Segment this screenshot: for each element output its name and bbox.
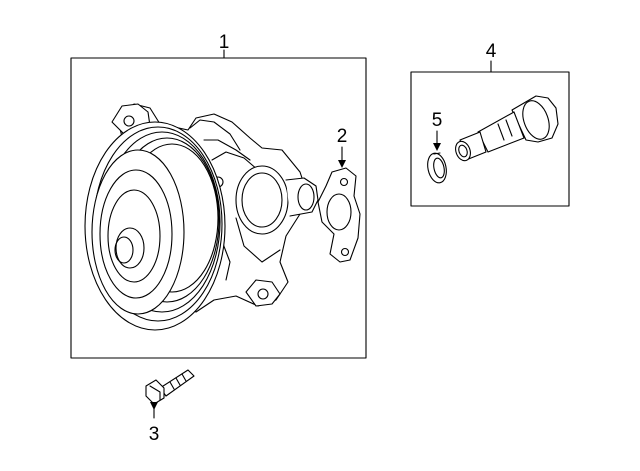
water-pump-illustration — [84, 103, 319, 331]
callout-2-arrowhead — [338, 160, 346, 168]
connector-frame — [410, 71, 570, 207]
callout-2-number[interactable]: 2 — [337, 126, 348, 147]
water-pump-group: 1 — [70, 32, 367, 359]
connector-group: 4 5 — [410, 41, 570, 207]
callout-4-number[interactable]: 4 — [486, 41, 497, 62]
callout-5-number[interactable]: 5 — [432, 110, 443, 131]
water-pump-frame — [70, 57, 367, 359]
gasket-group: 2 — [317, 126, 361, 263]
callout-3-number[interactable]: 3 — [149, 424, 160, 445]
bolt-group: 3 — [145, 369, 195, 445]
gasket-illustration — [317, 167, 361, 263]
seal-ring-illustration — [427, 152, 447, 184]
callout-5-arrowhead — [433, 143, 441, 151]
callout-1-number[interactable]: 1 — [219, 32, 230, 53]
bolt-illustration — [145, 369, 195, 405]
connector-illustration — [455, 95, 559, 162]
callout-3-arrowhead — [150, 402, 158, 410]
